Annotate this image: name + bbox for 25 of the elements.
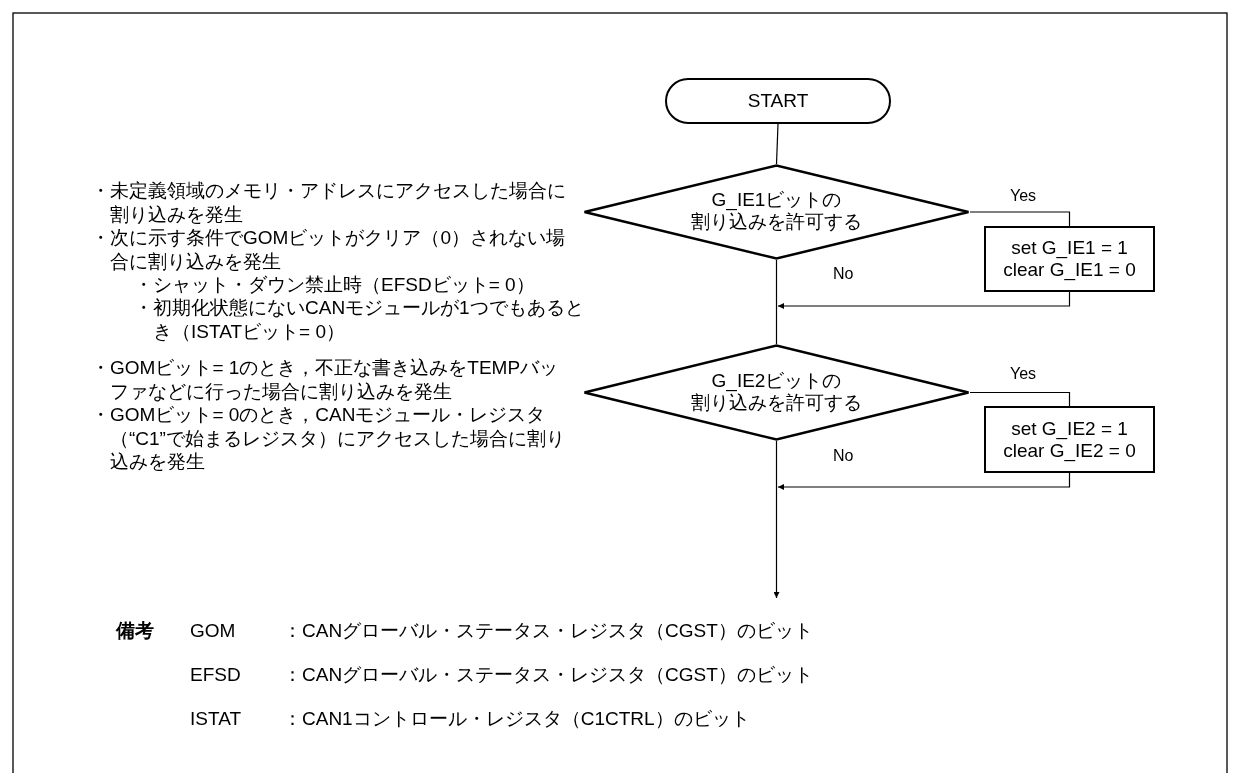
- remark-text: ：CANグローバル・ステータス・レジスタ（CGST）のビット: [283, 620, 813, 642]
- remark-text: ：CAN1コントロール・レジスタ（C1CTRL）のビット: [283, 708, 750, 730]
- arrow: [773, 440, 780, 599]
- decision-diamond: G_IE1ビットの割り込みを許可する: [583, 164, 970, 260]
- bullet-note: ・シャット・ダウン禁止時（EFSDビット= 0）: [134, 273, 536, 297]
- bullet-note: ・GOMビット= 0のとき，CANモジュール・レジスタ（“C1”で始まるレジスタ）にアクセスした場合に割り込みを発生: [91, 403, 566, 474]
- decision-diamond: G_IE2ビットの割り込みを許可する: [583, 344, 970, 441]
- process-box: set G_IE2 = 1 clear G_IE2 = 0: [984, 406, 1155, 473]
- connector-line: [775, 123, 779, 165]
- remark-text: ：CANグローバル・ステータス・レジスタ（CGST）のビット: [283, 664, 813, 686]
- bullet-note: ・初期化状態にないCANモジュールが1つでもあるとき（ISTATビット= 0）: [134, 296, 584, 343]
- arrow: [777, 472, 1071, 490]
- remark-text: EFSD: [190, 664, 241, 686]
- connector-line: [775, 259, 778, 345]
- bullet-note: ・未定義領域のメモリ・アドレスにアクセスした場合に割り込みを発生: [91, 179, 566, 226]
- remarks-heading: 備考: [116, 620, 154, 642]
- connector-line: [969, 391, 1071, 407]
- arrow: [777, 291, 1071, 309]
- bullet-note: ・次に示す条件でGOMビットがクリア（0）されない場合に割り込みを発生: [91, 226, 566, 273]
- remark-text: ISTAT: [190, 708, 242, 730]
- remark-text: GOM: [190, 620, 236, 642]
- bullet-note: ・GOMビット= 1のとき，不正な書き込みをTEMPバッファなどに行った場合に割り込みを発生: [91, 356, 560, 403]
- connector-line: [969, 211, 1071, 227]
- process-box: set G_IE1 = 1 clear G_IE1 = 0: [984, 226, 1155, 292]
- start-terminal: START: [665, 78, 891, 124]
